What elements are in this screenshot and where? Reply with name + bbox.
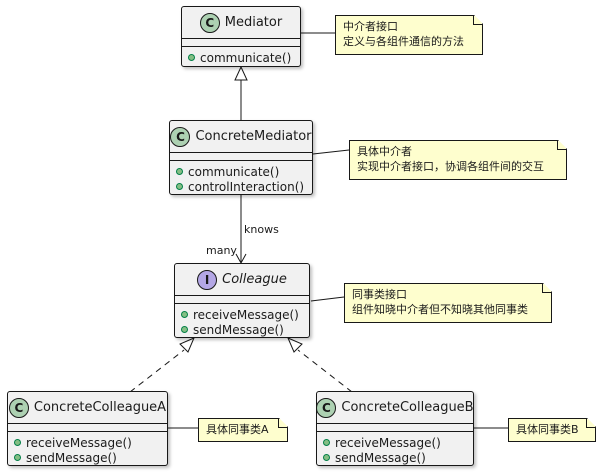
note-colleague: 同事类接口 组件知晓中介者但不知晓其他同事类 [344,283,552,323]
public-method-icon [181,311,188,318]
class-badge-icon: C [199,12,220,33]
method: receiveMessage() [14,435,167,450]
note-fold-icon [542,284,551,293]
class-concrete-colleague-b[interactable]: C ConcreteColleagueB receiveMessage() se… [316,391,474,466]
method: receiveMessage() [181,307,309,322]
class-mediator[interactable]: C Mediator communicate() [181,6,301,67]
class-name: ConcreteMediator [195,129,312,144]
method: communicate() [176,164,312,179]
realization-line-a [129,349,185,393]
note-fold-icon [586,419,595,428]
method: sendMessage() [14,450,167,465]
note-colleague-b: 具体同事类B [508,418,596,442]
public-method-icon [181,326,188,333]
class-header: C Mediator [182,7,300,38]
class-name: ConcreteColleagueB [341,400,474,415]
note-colleague-a: 具体同事类A [198,418,288,442]
methods-compartment: communicate() [182,46,300,69]
public-method-icon [176,168,183,175]
method: controlInteraction() [176,179,312,194]
note-connector-colleague [310,296,345,302]
method: sendMessage() [323,450,473,465]
attributes-compartment [8,423,167,431]
methods-compartment: communicate() controlInteraction() [170,160,312,198]
generalization-arrowhead [234,65,248,81]
class-name: Colleague [222,272,287,287]
class-header: I Colleague [175,264,309,295]
note-fold-icon [278,419,287,428]
realization-arrowhead-a [179,337,195,353]
public-method-icon [323,454,330,461]
method: receiveMessage() [323,435,473,450]
note-mediator: 中介者接口 定义与各组件通信的方法 [335,15,483,55]
class-concrete-mediator[interactable]: C ConcreteMediator communicate() control… [169,120,313,195]
note-fold-icon [557,141,566,150]
association-label: knows [244,223,279,236]
method: sendMessage() [181,322,309,337]
class-name: Mediator [224,15,283,30]
public-method-icon [176,183,183,190]
methods-compartment: receiveMessage() sendMessage() [8,431,167,469]
class-badge-icon: C [170,126,191,147]
realization-line-b [297,349,353,393]
class-name: ConcreteColleagueA [33,400,167,415]
class-header: C ConcreteColleagueA [8,392,167,423]
association-multiplicity: many [206,244,237,257]
public-method-icon [14,454,21,461]
class-header: C ConcreteMediator [170,121,312,152]
note-concrete-mediator: 具体中介者 实现中介者接口，协调各组件间的交互 [349,140,567,180]
methods-compartment: receiveMessage() sendMessage() [175,303,309,341]
realization-arrowhead-b [287,337,303,353]
interface-badge-icon: I [197,269,218,290]
attributes-compartment [170,152,312,160]
interface-colleague[interactable]: I Colleague receiveMessage() sendMessage… [174,263,310,338]
class-badge-icon: C [316,397,337,418]
class-header: C ConcreteColleagueB [316,392,474,423]
class-concrete-colleague-a[interactable]: C ConcreteColleagueA receiveMessage() se… [7,391,168,466]
methods-compartment: receiveMessage() sendMessage() [317,431,473,469]
note-connector-concrete-mediator [312,149,350,155]
note-fold-icon [473,16,482,25]
public-method-icon [188,54,195,61]
attributes-compartment [317,423,473,431]
class-badge-icon: C [8,397,29,418]
method: communicate() [188,50,300,65]
public-method-icon [14,439,21,446]
attributes-compartment [175,295,309,303]
public-method-icon [323,439,330,446]
attributes-compartment [182,38,300,46]
